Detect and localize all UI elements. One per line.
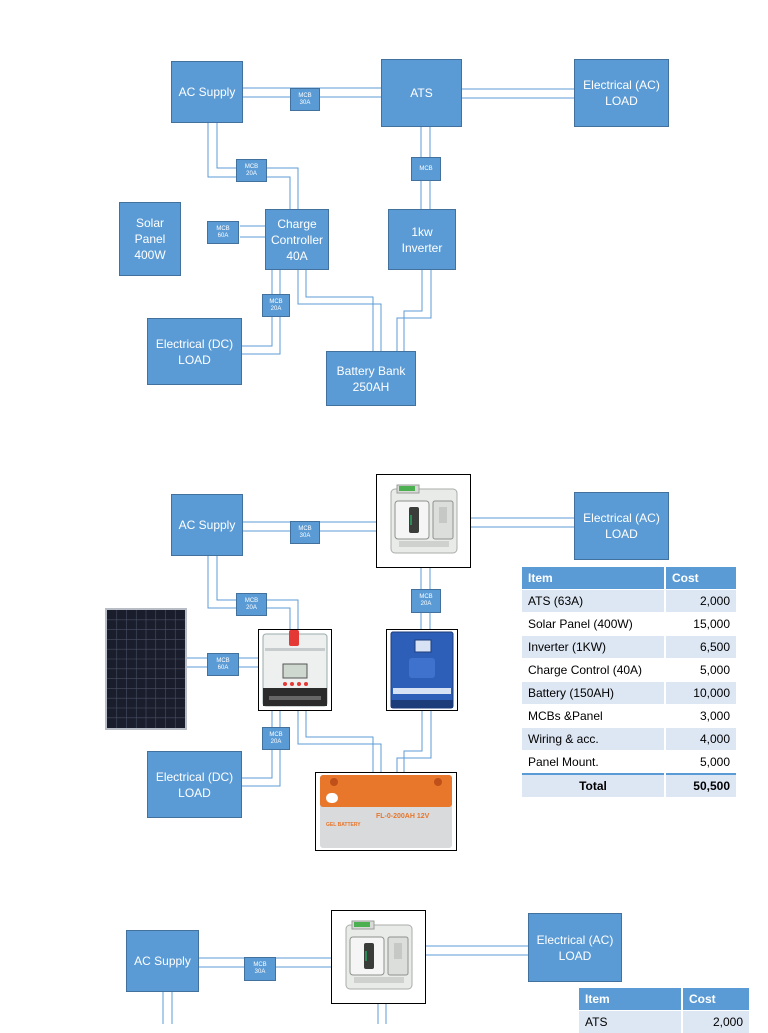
header-item: Item — [522, 567, 665, 590]
mcb-label: MCB 20A — [269, 299, 282, 313]
table-row: Wiring & acc.4,000 — [522, 728, 737, 751]
mcb-solar: MCB 60A — [207, 221, 239, 244]
cost-cell: 5,000 — [665, 751, 737, 775]
ac-supply-box: AC Supply — [171, 61, 243, 123]
mcb-charge-controller: MCB 20A — [236, 159, 267, 182]
mcb-label: MCB 20A — [419, 594, 432, 608]
item-cell: Wiring & acc. — [522, 728, 665, 751]
table-row: Battery (150AH)10,000 — [522, 682, 737, 705]
charge-controller-image — [258, 629, 332, 711]
mcb-ac-supply: MCB 30A — [244, 957, 276, 981]
item-cell: Battery (150AH) — [522, 682, 665, 705]
solar-panel-label: Solar Panel 400W — [134, 215, 165, 263]
cost-cell: 2,000 — [682, 1011, 750, 1033]
mcb-label: MCB 60A — [216, 226, 229, 240]
mcb-label: MCB 20A — [245, 598, 258, 612]
cost-cell: 10,000 — [665, 682, 737, 705]
table-row: Panel Mount.5,000 — [522, 751, 737, 775]
ac-load-label: Electrical (AC) LOAD — [583, 510, 660, 542]
mcb-solar: MCB 60A — [207, 653, 239, 676]
ac-load-box: Electrical (AC) LOAD — [574, 59, 669, 127]
ats-switch-image — [376, 474, 471, 568]
ac-supply-box: AC Supply — [171, 494, 243, 556]
item-cell: Panel Mount. — [522, 751, 665, 775]
solar-panel-box: Solar Panel 400W — [119, 202, 181, 276]
ac-supply-label: AC Supply — [179, 84, 236, 100]
battery-model-label: FL-0-200AH 12V — [376, 813, 429, 820]
ats-switch-image — [331, 910, 426, 1004]
mcb-label: MCB 30A — [253, 962, 266, 976]
cost-cell: 6,500 — [665, 636, 737, 659]
cost-cell: 5,000 — [665, 659, 737, 682]
cost-table: Item Cost ATS (63A)2,000 Solar Panel (40… — [522, 567, 738, 797]
item-cell: ATS (63A) — [522, 590, 665, 613]
inverter-box: 1kw Inverter — [388, 209, 456, 270]
inverter-label: 1kw Inverter — [402, 224, 443, 256]
dc-load-box: Electrical (DC) LOAD — [147, 751, 242, 818]
mcb-inverter: MCB — [411, 157, 441, 181]
mcb-label: MCB 30A — [298, 93, 311, 107]
mcb-charge-controller: MCB 20A — [236, 593, 267, 616]
mcb-ac-supply: MCB 30A — [290, 88, 320, 111]
header-item: Item — [579, 988, 682, 1011]
cost-cell: 2,000 — [665, 590, 737, 613]
battery-image: FL-0-200AH 12V GEL BATTERY — [315, 772, 457, 851]
inverter-image — [386, 629, 458, 711]
item-cell: Inverter (1KW) — [522, 636, 665, 659]
ac-supply-box: AC Supply — [126, 930, 199, 992]
item-cell: MCBs &Panel — [522, 705, 665, 728]
mcb-dc-load: MCB 20A — [262, 294, 290, 317]
ac-load-box: Electrical (AC) LOAD — [574, 492, 669, 560]
battery-bank-box: Battery Bank 250AH — [326, 351, 416, 406]
ac-load-label: Electrical (AC) LOAD — [537, 932, 614, 964]
dc-load-label: Electrical (DC) LOAD — [156, 769, 233, 801]
mcb-label: MCB 20A — [245, 164, 258, 178]
ac-load-label: Electrical (AC) LOAD — [583, 77, 660, 109]
mcb-ac-supply: MCB 30A — [290, 521, 320, 544]
mcb-dc-load: MCB 20A — [262, 727, 290, 750]
mcb-label: MCB 60A — [216, 658, 229, 672]
table-row: ATS (63A)2,000 — [522, 590, 737, 613]
table-row: Solar Panel (400W)15,000 — [522, 613, 737, 636]
cost-cell: 4,000 — [665, 728, 737, 751]
ac-supply-label: AC Supply — [134, 953, 191, 969]
battery-bank-label: Battery Bank 250AH — [337, 363, 406, 395]
mcb-label: MCB 30A — [298, 526, 311, 540]
header-cost: Cost — [665, 567, 737, 590]
dc-load-label: Electrical (DC) LOAD — [156, 336, 233, 368]
header-cost: Cost — [682, 988, 750, 1011]
ac-supply-label: AC Supply — [179, 517, 236, 533]
ac-load-box: Electrical (AC) LOAD — [528, 913, 622, 982]
table-row: Charge Control (40A)5,000 — [522, 659, 737, 682]
table-header-row: Item Cost — [522, 567, 737, 590]
cost-cell: 15,000 — [665, 613, 737, 636]
dc-load-box: Electrical (DC) LOAD — [147, 318, 242, 385]
battery-type-label: GEL BATTERY — [326, 822, 361, 828]
table-header-row: Item Cost — [579, 988, 750, 1011]
mcb-label: MCB 20A — [269, 732, 282, 746]
ats-box: ATS — [381, 59, 462, 127]
ats-label: ATS — [410, 85, 432, 101]
cost-cell: 3,000 — [665, 705, 737, 728]
item-cell: Solar Panel (400W) — [522, 613, 665, 636]
total-label: Total — [522, 774, 665, 797]
table-row: Inverter (1KW)6,500 — [522, 636, 737, 659]
item-cell: ATS — [579, 1011, 682, 1033]
charge-controller-box: Charge Controller 40A — [265, 209, 329, 270]
item-cell: Charge Control (40A) — [522, 659, 665, 682]
charge-controller-label: Charge Controller 40A — [271, 216, 323, 264]
total-value: 50,500 — [665, 774, 737, 797]
solar-panel-image — [105, 608, 187, 730]
mcb-label: MCB — [419, 166, 432, 173]
mcb-inverter: MCB 20A — [411, 589, 441, 613]
